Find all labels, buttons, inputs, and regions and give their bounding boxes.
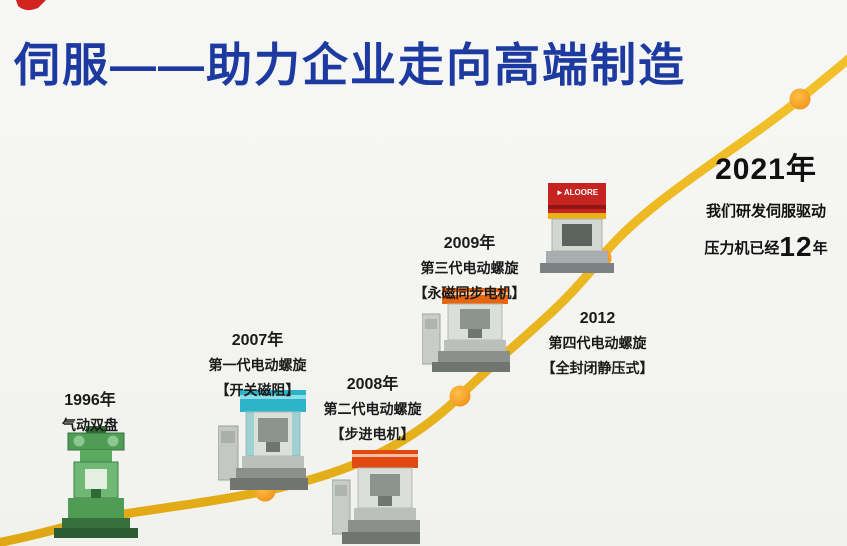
machine-2012-brand-label: ►ALOORE [556, 188, 599, 197]
finale-line2-prefix: 压力机已经 [704, 240, 780, 257]
milestone-2009: 2009年 第三代电动螺旋 【永磁同步电机】 [392, 229, 547, 303]
milestone-2007: 2007年 第一代电动螺旋 【开关磁阻】 [185, 326, 330, 400]
milestone-name: 第二代电动螺旋 [323, 401, 422, 417]
milestone-spec: 【永磁同步电机】 [413, 285, 526, 301]
milestone-year: 2008年 [346, 376, 399, 393]
press-machine-2008-illustration [332, 450, 420, 544]
milestone-2012: 2012 第四代电动螺旋 【全封闭静压式】 [520, 310, 675, 378]
milestone-spec: 【开关磁阻】 [215, 382, 300, 398]
milestone-2008: 2008年 第二代电动螺旋 【步进电机】 [300, 370, 445, 444]
milestone-name: 第三代电动螺旋 [420, 260, 519, 276]
press-machine-2009-illustration [422, 288, 510, 372]
milestone-name: 第四代电动螺旋 [548, 335, 647, 351]
finale-year: 2021年 [715, 153, 817, 186]
milestone-year: 2009年 [443, 235, 496, 252]
milestone-year: 2007年 [231, 332, 284, 349]
finale-years-count: 12 [779, 231, 813, 262]
milestone-name: 第一代电动螺旋 [208, 357, 307, 373]
finale-line2-suffix: 年 [812, 240, 828, 257]
milestone-name: 气动双盘 [62, 417, 118, 433]
press-machine-2007-illustration [218, 390, 308, 490]
milestone-2021: 2021年 我们研发伺服驱动 压力机已经12年 [688, 144, 844, 263]
finale-line2: 压力机已经12年 [688, 231, 844, 263]
finale-line1: 我们研发伺服驱动 [705, 203, 826, 220]
milestone-year: 1996年 [64, 392, 116, 409]
press-machine-2012-illustration: ►ALOORE [540, 183, 614, 273]
press-machine-1996-illustration [54, 426, 138, 538]
milestone-year: 2012 [579, 310, 616, 327]
milestone-dot-2021 [789, 88, 811, 110]
milestone-1996: 1996年 气动双盘 [35, 386, 145, 440]
milestone-spec: 【全封闭静压式】 [541, 360, 654, 376]
logo-mark [16, 0, 46, 11]
milestone-spec: 【步进电机】 [330, 426, 415, 442]
page-title: 伺服——助力企业走向高端制造 [14, 39, 686, 91]
milestone-dot-2009 [449, 385, 471, 407]
